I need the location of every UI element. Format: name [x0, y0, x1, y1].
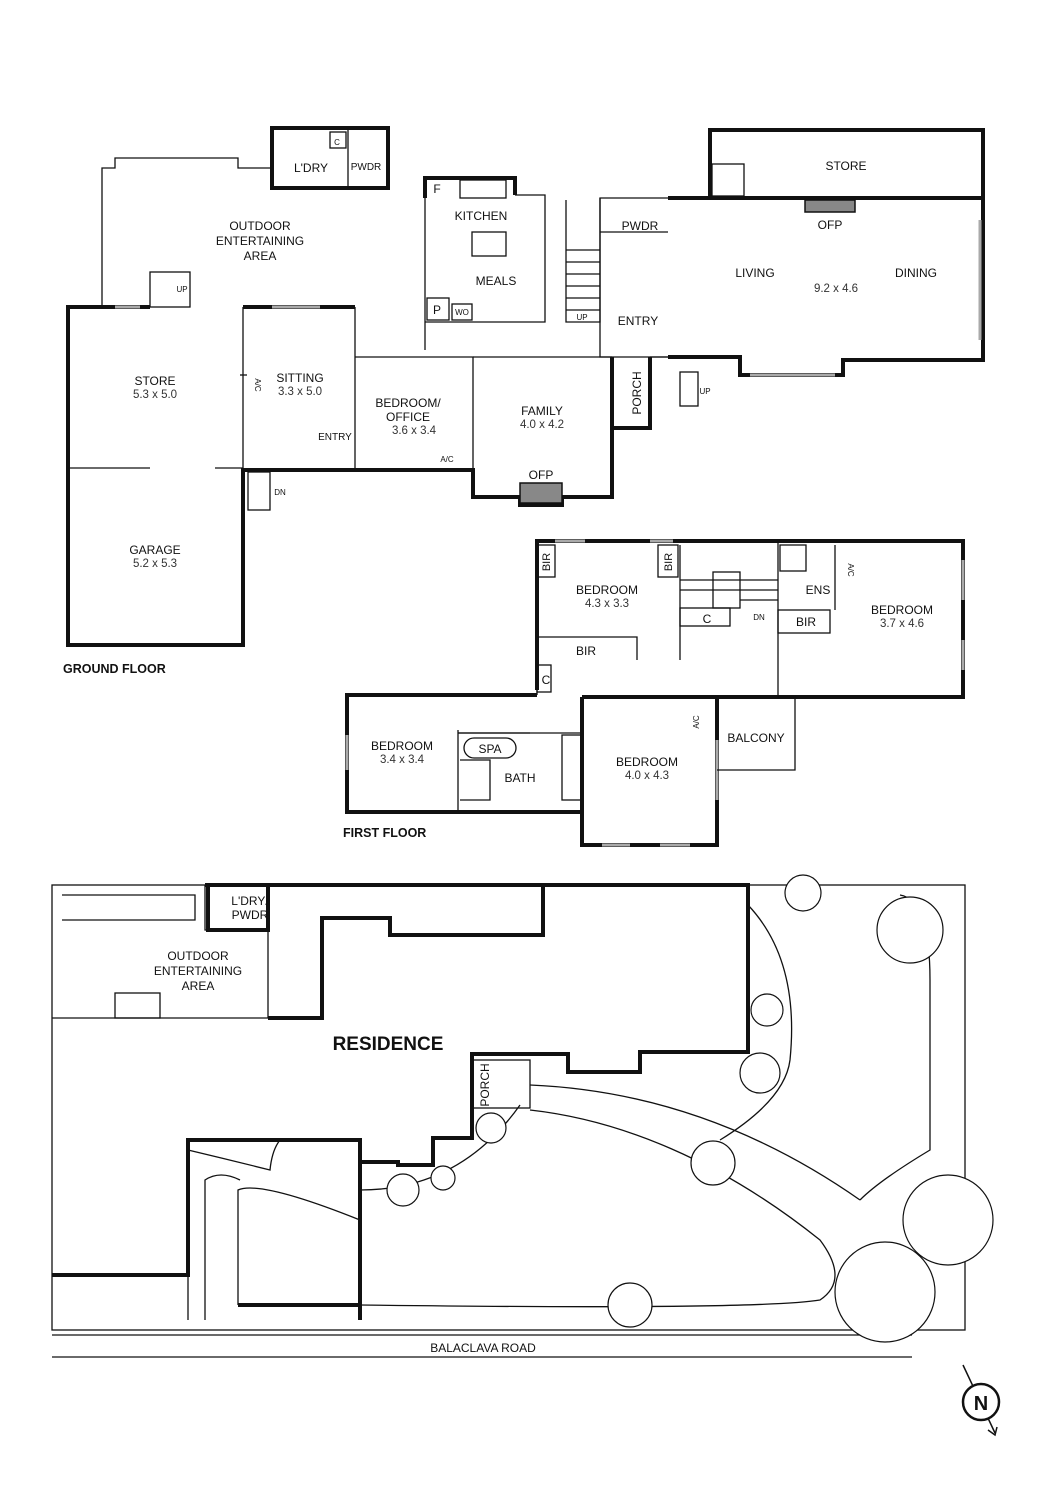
room-label: PWDR [351, 162, 382, 173]
tree-icon [430, 1165, 456, 1191]
site-labels: L'DRY/ PWDR OUTDOOR ENTERTAINING AREA RE… [154, 894, 536, 1355]
site-label: L'DRY/ [231, 894, 269, 908]
site-label: PORCH [478, 1063, 492, 1106]
tree-icon [784, 874, 822, 912]
room-label: BEDROOM [616, 755, 678, 769]
tree-icon [475, 1112, 507, 1144]
room-dimensions: 3.4 x 3.4 [380, 754, 425, 766]
ac-label: A/C [846, 563, 855, 577]
first-floor-labels: BIR BIR BEDROOM 4.3 x 3.3 BIR C C DN ENS… [343, 553, 933, 840]
room-label: KITCHEN [455, 209, 508, 223]
room-label: C [334, 138, 340, 147]
ground-floor-title: GROUND FLOOR [63, 662, 166, 676]
room-label: BIR [541, 553, 553, 571]
room-dimensions: 3.6 x 3.4 [392, 425, 437, 437]
room-dimensions: 4.0 x 4.2 [520, 419, 564, 431]
room-label: STORE [825, 159, 866, 173]
first-floor-plan [345, 539, 965, 847]
first-floor-title: FIRST FLOOR [343, 826, 426, 840]
stair-label: UP [576, 313, 587, 322]
tree-icon [750, 993, 784, 1027]
room-dimensions: 5.2 x 5.3 [133, 558, 177, 570]
room-dimensions: 4.3 x 3.3 [585, 598, 629, 610]
stair-label: UP [699, 387, 710, 396]
room-label: BATH [504, 771, 535, 785]
room-label: LIVING [735, 266, 774, 280]
room-label: PORCH [630, 371, 644, 414]
room-dimensions: 3.7 x 4.6 [880, 618, 924, 630]
tree-icon [739, 1052, 781, 1094]
ac-label: A/C [692, 715, 701, 729]
room-label: MEALS [476, 274, 517, 288]
room-label: PWDR [622, 219, 659, 233]
room-label: F [433, 182, 440, 196]
room-label: ENTRY [318, 432, 352, 443]
room-label: OUTDOOR [229, 219, 291, 233]
north-label: N [974, 1393, 988, 1415]
room-label: ENTRY [618, 314, 658, 328]
ac-label: A/C [253, 378, 262, 392]
room-label: BALCONY [727, 731, 784, 745]
room-label: WO [455, 308, 469, 317]
ac-label: A/C [440, 455, 454, 464]
room-label: SITTING [276, 371, 323, 385]
room-label: AREA [244, 249, 277, 263]
room-label: ENS [806, 583, 831, 597]
room-label: L'DRY [294, 161, 328, 175]
tree-icon [690, 1140, 736, 1186]
stair-label: UP [176, 285, 187, 294]
site-trees [386, 874, 994, 1343]
tree-icon [834, 1241, 936, 1343]
site-label: PWDR [232, 908, 269, 922]
room-label: OFP [529, 468, 554, 482]
ground-floor-labels: L'DRY C PWDR OUTDOOR ENTERTAINING AREA K… [63, 138, 937, 676]
room-label: GARAGE [129, 543, 180, 557]
room-label: BIR [576, 644, 596, 658]
ground-floor-plan [66, 126, 985, 647]
north-arrow-icon: N [961, 1364, 1001, 1437]
stair-label: DN [753, 613, 765, 622]
room-label: STORE [134, 374, 175, 388]
room-dimensions: 5.3 x 5.0 [133, 389, 177, 401]
tree-icon [902, 1174, 994, 1266]
room-label: BEDROOM [371, 739, 433, 753]
room-label: DINING [895, 266, 937, 280]
site-label: ENTERTAINING [154, 964, 242, 978]
room-label: BEDROOM/ [375, 396, 441, 410]
room-label: SPA [478, 742, 501, 756]
room-label: C [542, 673, 551, 687]
stair-label: DN [274, 488, 286, 497]
room-label: BEDROOM [576, 583, 638, 597]
tree-icon [607, 1282, 653, 1328]
site-label: OUTDOOR [167, 949, 229, 963]
site-label: AREA [182, 979, 215, 993]
room-label: BIR [663, 553, 675, 571]
room-label: BEDROOM [871, 603, 933, 617]
tree-icon [386, 1173, 420, 1207]
room-label: P [433, 303, 441, 317]
room-dimensions: 9.2 x 4.6 [814, 283, 858, 295]
room-label: OFP [818, 218, 843, 232]
road-label: BALACLAVA ROAD [430, 1341, 536, 1355]
room-label: OFFICE [386, 410, 430, 424]
room-dimensions: 3.3 x 5.0 [278, 386, 322, 398]
room-label: C [703, 612, 712, 626]
tree-icon [876, 896, 944, 964]
room-label: ENTERTAINING [216, 234, 304, 248]
room-label: BIR [796, 615, 816, 629]
residence-label: RESIDENCE [333, 1034, 444, 1055]
room-label: FAMILY [521, 404, 563, 418]
room-dimensions: 4.0 x 4.3 [625, 770, 669, 782]
